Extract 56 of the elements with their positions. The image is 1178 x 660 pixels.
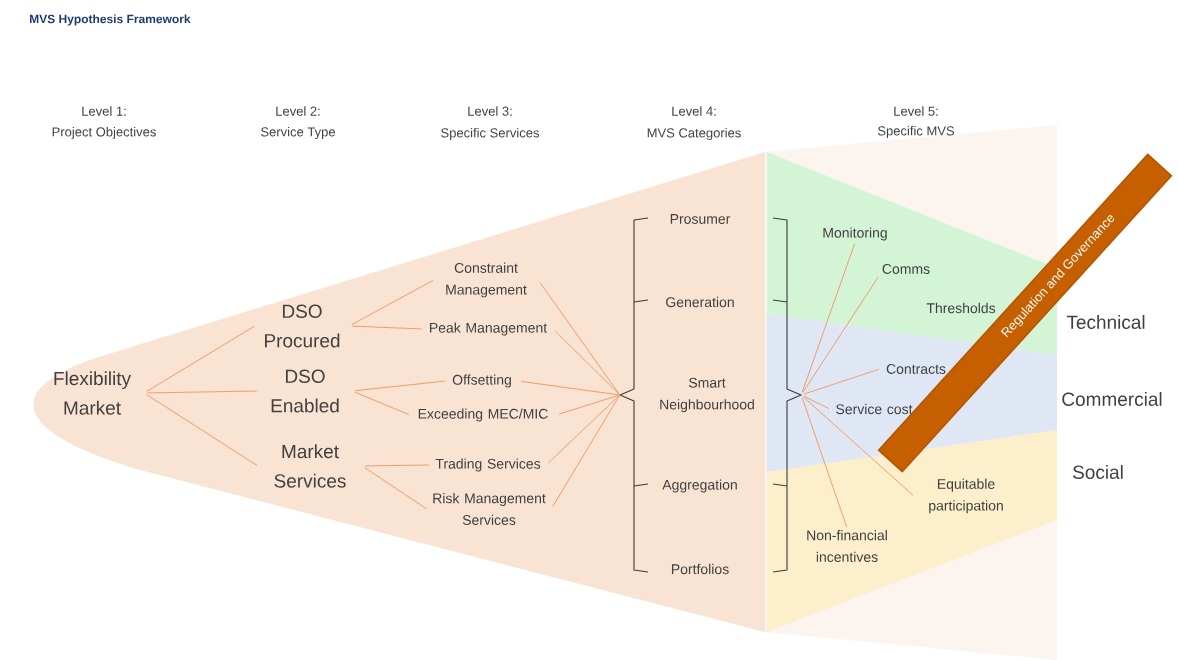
connector [801,243,856,393]
node-label: Peak Management [430,322,548,336]
node-label: Exceeding MEC/MIC [418,408,548,422]
connector [146,390,258,394]
node-label: Thresholds [926,302,996,314]
connector [364,464,430,467]
connector [539,282,620,395]
connector [520,380,620,396]
level-heading: Level 4: [672,106,716,116]
level-heading: Level 2: [276,106,320,116]
node-label: Flexibility Market [54,371,131,415]
connector [547,395,620,464]
connector [354,380,446,392]
node-label: Smart Neighbourhood [660,377,754,413]
connector [554,330,620,395]
node-label: Aggregation [662,479,737,493]
level-heading: Level 3: [468,106,512,116]
node-label: Non-financial incentives [807,530,887,562]
level-heading: MVS Categories [647,127,741,141]
connector [351,325,423,330]
level-heading: Service Type [261,126,335,140]
connector [146,394,258,466]
node-label: Contracts [886,364,946,374]
connector [803,395,830,409]
connector [354,391,410,416]
level-heading: Specific MVS [877,125,955,139]
connector [351,280,434,325]
connector [552,395,620,507]
level-heading: Specific Services [441,127,539,141]
connector [803,396,914,496]
node-label: Equitable participation [929,478,1003,514]
node-label: Prosumer [670,214,731,224]
connector [802,276,879,393]
node-label: Trading Services [435,458,541,472]
level-heading: Project Objectives [52,126,156,140]
node-label: Market Services [274,444,346,488]
band-label: Technical [1066,315,1145,329]
connector [558,394,620,415]
node-label: Offsetting [452,374,511,388]
title: MVS Hypothesis Framework [30,14,191,26]
node-label: DSO Enabled [271,369,339,413]
node-label: DSO Procured [265,304,340,348]
band-label: Commercial [1062,392,1162,406]
level-heading: Level 1: [82,106,126,116]
node-label: Risk Management Services [433,493,546,525]
connector [146,326,255,392]
level-heading: Level 5: [894,106,938,116]
node-label: Generation [666,296,734,308]
connector [364,467,427,509]
bracket [619,217,649,573]
bracket [772,217,802,573]
node-label: Constraint Management [446,262,527,298]
node-label: Comms [882,264,930,274]
node-label: Portfolios [671,563,729,575]
connector [803,368,880,395]
connector [801,397,848,528]
